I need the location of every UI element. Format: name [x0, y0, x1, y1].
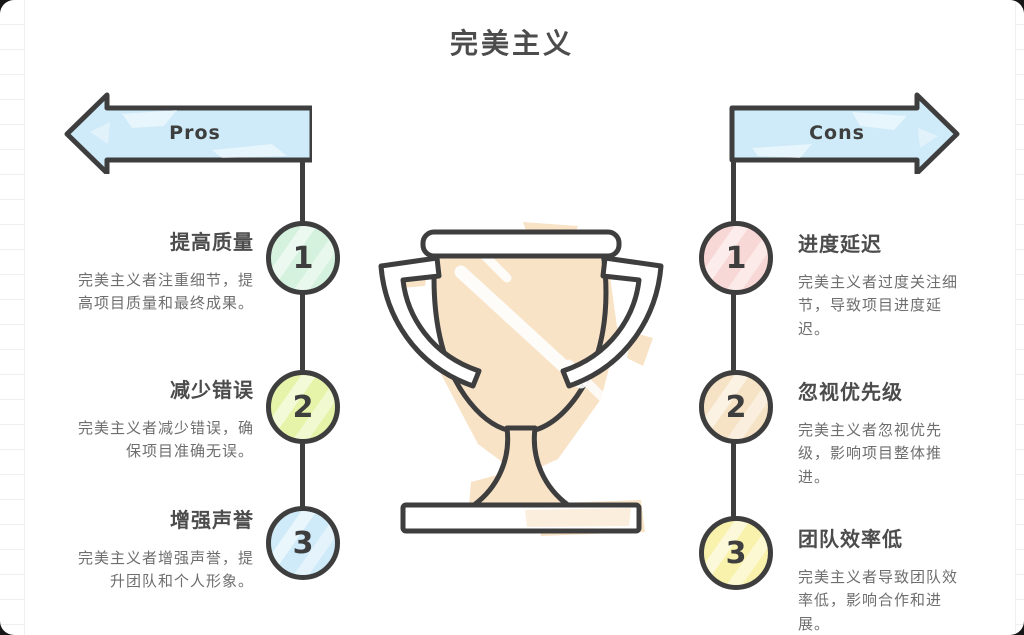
diagram-title: 完美主义	[449, 27, 574, 60]
item-heading: 进度延迟	[798, 232, 882, 256]
cons-step-1-badge: 1	[699, 221, 773, 295]
step-number: 1	[725, 240, 747, 276]
cons-arrow-icon	[729, 92, 960, 174]
ruled-paper-right	[1015, 0, 1024, 635]
cons-arrow-label: Cons	[809, 122, 865, 144]
pros-step-2-badge: 2	[266, 370, 340, 444]
pros-arrow-label: Pros	[169, 122, 221, 144]
pros-step-1-badge: 1	[266, 221, 340, 295]
item-description: 完美主义者减少错误，确保项目准确无误。	[77, 419, 254, 461]
item-description: 完美主义者注重细节，提高项目质量和最终成果。	[77, 271, 254, 313]
connector-line-right	[731, 120, 736, 556]
item-heading: 忽视优先级	[798, 380, 903, 404]
step-number: 2	[725, 389, 747, 425]
cons-item: 进度延迟 完美主义者过度关注细节，导致项目进度延迟。	[798, 228, 970, 341]
step-number: 3	[725, 535, 747, 571]
pros-item: 增强声誉 完美主义者增强声誉，提升团队和个人形象。	[76, 504, 254, 594]
step-number: 1	[292, 240, 314, 276]
connector-line-left	[300, 120, 305, 545]
pros-step-3-badge: 3	[266, 506, 340, 580]
step-number: 2	[292, 389, 314, 425]
ruled-paper-left	[0, 0, 25, 635]
pros-item: 减少错误 完美主义者减少错误，确保项目准确无误。	[76, 374, 254, 464]
item-heading: 减少错误	[170, 378, 254, 402]
cons-item: 团队效率低 完美主义者导致团队效率低，影响合作和进展。	[798, 523, 970, 635]
item-description: 完美主义者增强声誉，提升团队和个人形象。	[77, 549, 254, 591]
cons-step-3-badge: 3	[699, 516, 773, 590]
cons-item: 忽视优先级 完美主义者忽视优先级，影响项目整体推进。	[798, 376, 970, 489]
item-description: 完美主义者过度关注细节，导致项目进度延迟。	[798, 273, 959, 338]
trophy-icon	[378, 222, 664, 536]
item-heading: 提高质量	[170, 230, 254, 254]
cons-step-2-badge: 2	[699, 370, 773, 444]
step-number: 3	[292, 525, 314, 561]
pros-arrow-icon	[64, 92, 312, 174]
item-heading: 团队效率低	[798, 527, 903, 551]
item-description: 完美主义者导致团队效率低，影响合作和进展。	[798, 568, 959, 633]
pros-item: 提高质量 完美主义者注重细节，提高项目质量和最终成果。	[76, 226, 254, 316]
item-heading: 增强声誉	[170, 508, 254, 532]
item-description: 完美主义者忽视优先级，影响项目整体推进。	[798, 421, 943, 486]
